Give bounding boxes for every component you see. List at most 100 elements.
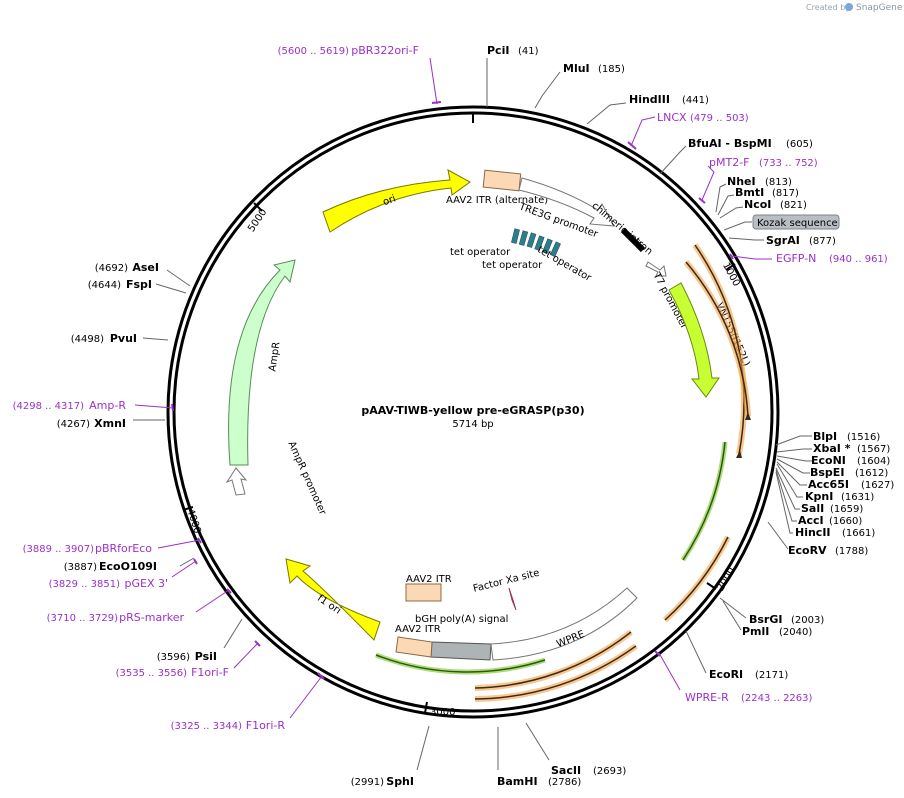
svg-text:EcoRV: EcoRV [788,544,827,557]
svg-text:(1659): (1659) [830,504,863,515]
wpre-feature [490,587,638,661]
svg-text:WPRE-R: WPRE-R [685,691,729,704]
site-sphi: SphI(2991) [351,775,414,788]
credit-text: Created by [806,3,850,12]
primer-f1ori-f: (3535 .. 3556)F1ori-F [116,666,229,679]
site-kpni: KpnI(1631) [805,490,874,503]
ori-label: ori [381,193,397,208]
f1-ori-feature [285,558,381,641]
svg-text:SgrAI: SgrAI [766,234,800,247]
site-xmni: XmnI(4267) [57,417,126,430]
site-sgrai: SgrAI (877) [766,234,836,247]
primer-f1ori-r: (3325 .. 3344)F1ori-R [171,719,286,732]
ampr-promoter-label: AmpR promoter [286,440,329,518]
svg-text:PsiI: PsiI [195,650,217,663]
svg-text:(3829 .. 3851): (3829 .. 3851) [49,579,121,590]
primer-lncx: LNCX(479 .. 503) [657,111,749,124]
svg-text:(1661): (1661) [842,528,875,539]
svg-text:(3887): (3887) [64,562,97,573]
bgh-polya-feature [430,641,492,661]
vn155-feature [668,282,720,398]
primer-pgex-3: (3829 .. 3851)pGEX 3' [49,577,168,590]
svg-text:PvuI: PvuI [110,332,137,345]
site-mlui: MluI(185) [563,62,625,75]
svg-text:(2003): (2003) [791,615,824,626]
svg-text:BspEI: BspEI [810,466,844,479]
aav2-itr-label-2: AAV2 ITR [395,624,441,635]
svg-text:XbaI *: XbaI * [813,442,851,455]
tet-operator-label-2: tet operator [482,260,543,271]
svg-text:Acc65I: Acc65I [808,478,849,491]
tick-label-2000: 2000 [715,566,737,594]
svg-text:(3710 .. 3729): (3710 .. 3729) [47,613,119,624]
site-acc65i: Acc65I(1627) [808,478,894,491]
svg-text:(1612): (1612) [855,468,888,479]
svg-text:(821): (821) [780,200,807,211]
tre3g-promoter-feature [518,177,615,227]
svg-text:NheI: NheI [727,175,756,188]
svg-text:NcoI: NcoI [744,198,771,211]
primer-marks [171,101,734,680]
svg-text:(2786): (2786) [548,777,581,788]
svg-text:EcoRI: EcoRI [709,668,743,681]
svg-text:LNCX: LNCX [657,111,687,124]
site-bmti: BmtI(817) [735,186,799,199]
ori-feature [322,169,471,233]
primer-prs-marker: (3710 .. 3729)pRS-marker [47,611,185,624]
svg-text:(877): (877) [809,236,836,247]
svg-text:(4644): (4644) [88,280,121,291]
site-pmli: PmlI(2040) [742,625,812,638]
bgh-polya-label: bGH poly(A) signal [415,614,508,625]
svg-text:AseI: AseI [132,261,159,274]
primer-wpre-r: WPRE-R(2243 .. 2263) [685,691,813,704]
svg-text:(4498): (4498) [71,334,104,345]
svg-text:(3325 .. 3344): (3325 .. 3344) [171,721,243,732]
kozak-sequence-label: Kozak sequence [752,214,840,230]
tet-operator-blocks [511,228,561,257]
svg-text:(2693): (2693) [593,766,626,777]
svg-text:(41): (41) [518,46,539,57]
tick-marks [182,112,736,714]
primer-egfp-n: EGFP-N(940 .. 961) [776,252,888,265]
svg-text:(813): (813) [765,177,792,188]
primer-pmt2-f: pMT2-F (733 .. 752) [709,156,818,169]
site-fspi: FspI(4644) [88,278,152,291]
svg-text:(4298 .. 4317): (4298 .. 4317) [13,401,85,412]
site-ncoi: NcoI (821) [744,198,807,211]
svg-text:EcoNI: EcoNI [811,454,846,467]
svg-text:(3889 .. 3907): (3889 .. 3907) [23,544,95,555]
svg-text:(2040): (2040) [779,627,812,638]
ampr-feature [228,259,296,466]
orange-cds-arcs [474,243,751,702]
svg-text:BlpI: BlpI [813,430,837,443]
svg-text:(1516): (1516) [847,432,880,443]
svg-text:PciI: PciI [487,44,509,57]
svg-text:(2171): (2171) [755,670,788,681]
site-acci: AccI(1660) [798,514,862,527]
primer-pbr322ori-f: (5600 .. 5619)pBR322ori-F [278,44,419,57]
factor-xa-feature [508,587,517,611]
svg-text:BfuAI - BspMI: BfuAI - BspMI [688,137,772,150]
svg-text:EcoO109I: EcoO109I [99,560,157,573]
svg-text:Amp-R: Amp-R [89,399,126,412]
svg-text:pBRforEco: pBRforEco [95,542,152,555]
tick-label-3000: 3000 [430,707,455,718]
svg-text:pBR322ori-F: pBR322ori-F [351,44,419,57]
svg-text:F1ori-R: F1ori-R [246,719,286,732]
primer-pbrforeco: (3889 .. 3907)pBRforEco [23,542,153,555]
ampr-label: AmpR [267,341,282,372]
tet-operator-label-1: tet operator [450,247,511,258]
site-sacii: SacII(2693) [551,764,626,777]
svg-text:pGEX 3': pGEX 3' [124,577,168,590]
svg-text:BamHI: BamHI [497,775,538,788]
svg-text:(1788): (1788) [835,546,868,557]
svg-text:(733 .. 752): (733 .. 752) [759,158,818,169]
svg-text:(3535 .. 3556): (3535 .. 3556) [116,668,188,679]
site-nhei: NheI (813) [727,175,792,188]
site-hindiii: HindIII(441) [629,93,709,106]
site-bspei: BspEI (1612) [810,466,888,479]
svg-text:pMT2-F: pMT2-F [709,156,750,169]
site-bfuai-bspmi: BfuAI - BspMI(605) [688,137,813,150]
site-pcii: PciI (41) [487,44,539,57]
